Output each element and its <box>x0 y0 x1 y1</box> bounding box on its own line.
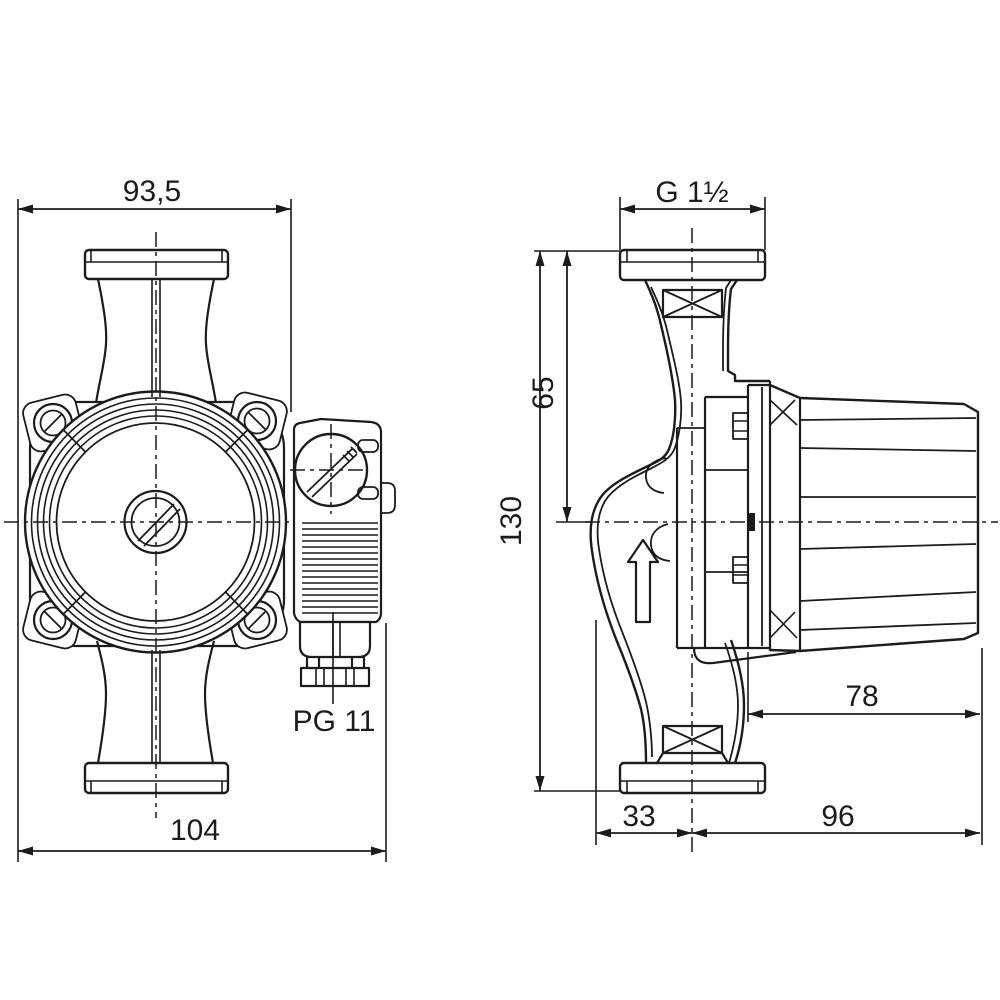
cable-gland <box>298 612 372 704</box>
dimension-motor-depth: 78 <box>747 648 983 845</box>
clamp-split-lines <box>61 428 250 616</box>
dim-78-label: 78 <box>845 680 878 713</box>
top-pipe-bore <box>151 279 161 397</box>
arrowhead <box>18 846 33 856</box>
arrowhead <box>596 828 611 838</box>
extension-lines <box>747 648 983 845</box>
dimension-top-to-center: 65 <box>527 251 590 523</box>
dimension-top-width: 93,5 <box>17 175 292 862</box>
dim-130-label: 130 <box>495 496 528 546</box>
vent-slot-1 <box>357 439 379 453</box>
dimension-thread: G 1½ <box>619 176 766 250</box>
terminal-box <box>292 417 396 624</box>
arrowhead <box>562 251 572 266</box>
vent-slot-2 <box>357 486 379 500</box>
arrowhead <box>750 204 765 214</box>
dim-93-5-label: 93,5 <box>123 175 181 208</box>
centerlines-front <box>4 232 368 818</box>
volute-body <box>589 279 770 764</box>
dimension-overall-height: 130 <box>495 250 620 792</box>
arrowhead <box>535 776 545 791</box>
screw-slots <box>43 411 267 630</box>
motor-outline <box>799 396 980 653</box>
arrowhead <box>965 828 980 838</box>
dim-g-label: G 1½ <box>655 176 728 209</box>
side-knockout <box>381 482 396 514</box>
under-bracket <box>692 647 797 665</box>
volute-lower-right-inner <box>724 642 739 764</box>
suction-eye-arcs <box>645 457 671 562</box>
front-view: 93,5 104 PG 11 <box>4 175 396 862</box>
cable-gland-label: PG 11 <box>293 705 376 738</box>
bottom-pipe-taper <box>95 640 216 764</box>
dim-33-label: 33 <box>622 800 655 833</box>
extension-lines <box>534 250 620 792</box>
dim-65-label: 65 <box>527 376 560 409</box>
neck-right-outer <box>726 279 770 383</box>
arrowhead <box>965 709 980 719</box>
dim-104-label: 104 <box>170 814 220 847</box>
arrowhead <box>677 828 692 838</box>
flange-cone-edges <box>769 383 801 653</box>
volute-outer-wall <box>589 279 677 764</box>
arrowhead <box>18 204 33 214</box>
knob-slot-hatch <box>342 446 358 462</box>
flow-direction-arrow <box>626 538 660 624</box>
dimension-overall-width: 104 <box>18 623 387 862</box>
neck-right-inner <box>722 279 732 371</box>
arrowhead <box>748 709 763 719</box>
dimension-footprint: 33 96 <box>595 620 980 845</box>
cable-gland-body <box>298 620 372 688</box>
arrowhead <box>562 507 572 522</box>
bottom-pipe-bore <box>151 650 161 763</box>
arrowhead <box>692 828 707 838</box>
volute-inner-wall <box>596 286 683 758</box>
arrowhead <box>620 204 635 214</box>
dim-96-label: 96 <box>821 800 854 833</box>
head-bolts <box>732 412 749 584</box>
top-pipe-taper <box>94 278 218 404</box>
motor-side <box>769 383 980 653</box>
arrowhead <box>535 251 545 266</box>
bottom-neck-flares <box>656 752 729 764</box>
arrowhead <box>371 846 386 856</box>
terminal-box-ribs <box>302 522 378 614</box>
arrowhead <box>276 204 291 214</box>
flange-cone-webs <box>769 399 798 639</box>
centerlines-side <box>585 228 998 852</box>
motor-ribs <box>799 417 977 631</box>
extension-lines <box>17 199 292 862</box>
side-view: G 1½ 130 65 78 <box>495 176 998 852</box>
